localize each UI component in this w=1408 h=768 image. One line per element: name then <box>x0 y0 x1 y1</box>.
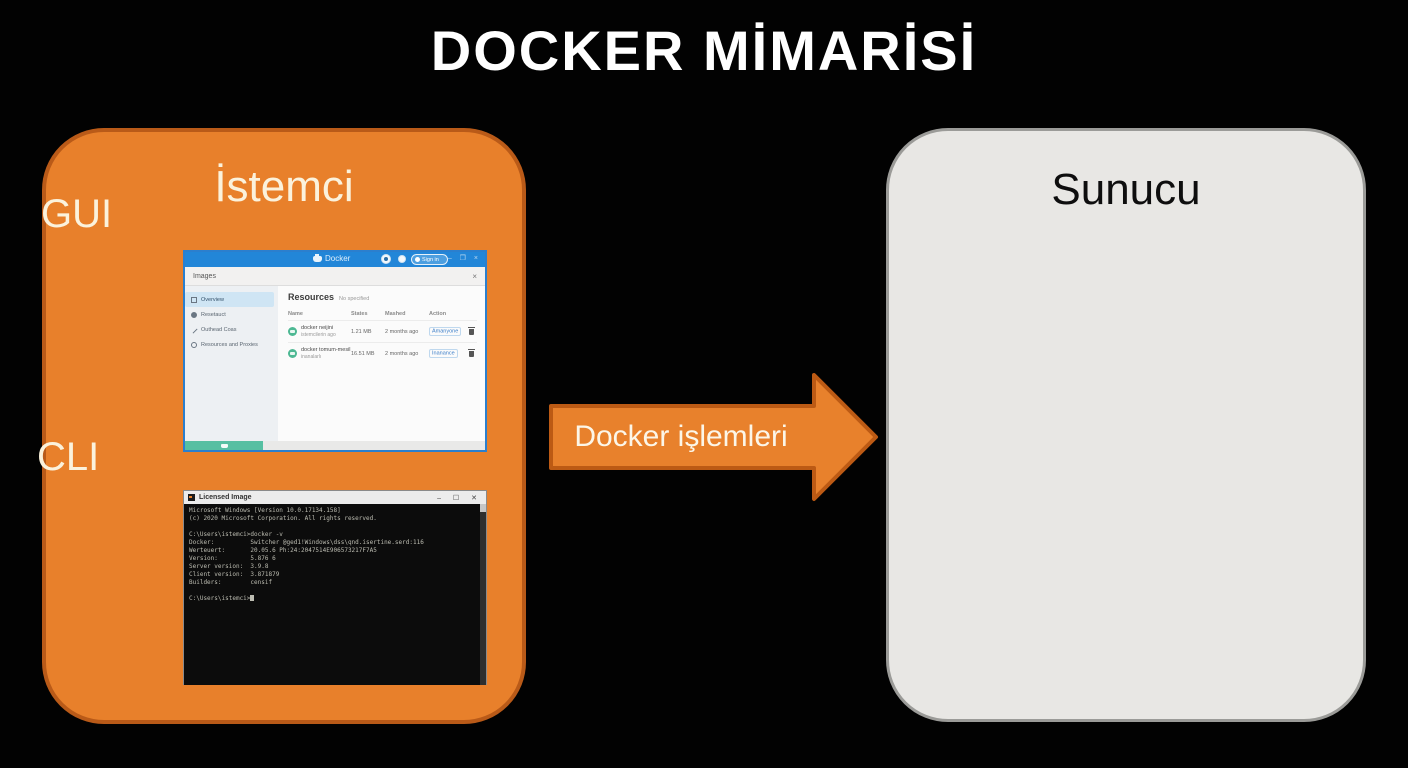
gear-icon <box>191 341 197 348</box>
terminal-body: Microsoft Windows [Version 10.0.17134.15… <box>184 504 486 685</box>
col-age: Mashed <box>385 311 406 317</box>
terminal-cursor <box>250 595 255 601</box>
terminal-prompt: C:\Users\istemci> <box>189 595 251 602</box>
arrow-label: Docker işlemleri <box>574 420 788 453</box>
sidebar-item-0[interactable]: Overview <box>185 292 274 307</box>
panel-title: Images <box>193 272 216 280</box>
gui-panel-header: Images × <box>185 267 485 286</box>
terminal-line: Builders: censif <box>189 579 273 586</box>
whale-badge-icon <box>288 349 297 358</box>
client-box-title: İstemci <box>214 162 354 211</box>
cli-window-title: Licensed Image <box>199 494 252 501</box>
image-size: 16.51 MB <box>351 350 375 357</box>
cli-window-controls[interactable]: – ☐ ✕ <box>437 494 482 502</box>
wrench-icon <box>190 325 198 334</box>
gui-window-controls[interactable]: – ❐ × <box>447 255 481 262</box>
engine-status-badge <box>185 441 263 450</box>
signin-avatar-icon <box>415 257 420 262</box>
image-size: 1.21 MB <box>351 328 372 335</box>
row-action-link[interactable]: Amanyone <box>429 327 462 336</box>
terminal-line: Server version: 3.9.8 <box>189 563 269 570</box>
terminal-line: (c) 2020 Microsoft Corporation. All righ… <box>189 515 377 522</box>
circle-icon <box>191 311 197 318</box>
server-box-title: Sunucu <box>1051 165 1201 214</box>
whale-icon <box>313 253 322 262</box>
terminal-line: Docker: Switcher @ged1!Windows\dss\qnd.i… <box>189 539 424 546</box>
terminal-line: Microsoft Windows [Version 10.0.17134.15… <box>189 507 341 514</box>
image-age: 2 months ago <box>385 350 419 357</box>
image-name: docker neijini <box>301 325 334 332</box>
col-action: Action <box>429 311 447 317</box>
sidebar-item-3[interactable]: Resources and Proxies <box>185 337 278 352</box>
command-prompt-window: Licensed Image – ☐ ✕ Microsoft Windows [… <box>183 490 487 685</box>
panel-close-icon[interactable]: × <box>472 271 477 281</box>
resources-heading: Resources <box>288 292 335 302</box>
terminal-line: Werteuert: 20.05.6 Ph:24:2047514E9065732… <box>189 547 377 554</box>
image-name: docker tomum-mesil <box>301 347 351 354</box>
sidebar-item-label: Resetauct <box>201 311 226 318</box>
col-name: Name <box>288 311 303 317</box>
images-table: Name States Mashed Action docker neijini… <box>288 308 477 364</box>
gui-label: GUI <box>41 192 113 236</box>
page-title: DOCKER MİMARİSİ <box>430 19 978 82</box>
sign-in-button[interactable]: Sign in <box>411 254 448 265</box>
cli-titlebar: Licensed Image – ☐ ✕ <box>184 491 486 504</box>
sign-in-label: Sign in <box>422 256 439 263</box>
image-subtext: istemcilerin ago <box>301 331 336 338</box>
sidebar-item-label: Overview <box>201 296 224 303</box>
gear-circle-icon[interactable] <box>381 254 391 264</box>
grid-icon <box>191 296 197 303</box>
resources-note: No specified <box>339 296 370 302</box>
whale-badge-icon <box>288 327 297 336</box>
sidebar-item-label: Outhead Coas <box>201 326 237 333</box>
gui-main-panel: Resources No specified Name States Mashe… <box>278 286 485 441</box>
gui-sidebar: Overview Resetauct Outhead Coas Resource… <box>185 286 278 441</box>
terminal-scrollbar[interactable] <box>480 504 486 685</box>
table-row: docker tomum-mesil inanalarlı 16.51 MB 2… <box>288 342 477 364</box>
trash-icon[interactable] <box>467 348 475 357</box>
cmd-icon <box>188 494 195 501</box>
col-size: States <box>351 311 368 317</box>
docker-app-name: Docker <box>325 254 351 263</box>
image-subtext: inanalarlı <box>301 353 322 360</box>
gui-status-bar <box>185 441 485 450</box>
docker-brand: Docker <box>313 253 351 263</box>
sidebar-item-label: Resources and Proxies <box>201 341 258 348</box>
terminal-line <box>189 523 476 531</box>
cli-label: CLI <box>37 435 100 479</box>
image-age: 2 months ago <box>385 328 419 335</box>
gui-titlebar: Docker Sign in – ❐ × <box>185 252 485 267</box>
docker-desktop-window: Docker Sign in – ❐ × Images × Overview <box>183 250 487 452</box>
row-action-link[interactable]: Inanance <box>429 349 458 358</box>
terminal-line: Client version: 3.871879 <box>189 571 280 578</box>
scroll-up-icon[interactable] <box>480 504 486 512</box>
trash-icon[interactable] <box>467 326 475 335</box>
table-header-row: Name States Mashed Action <box>288 308 477 320</box>
whale-icon <box>220 443 228 448</box>
terminal-output: Microsoft Windows [Version 10.0.17134.15… <box>184 504 486 603</box>
terminal-line <box>189 587 476 595</box>
sidebar-item-1[interactable]: Resetauct <box>185 307 278 322</box>
sidebar-item-2[interactable]: Outhead Coas <box>185 322 278 337</box>
flow-arrow <box>549 373 878 501</box>
bug-circle-icon[interactable] <box>398 255 406 263</box>
terminal-line: C:\Users\istemci>docker -v <box>189 531 283 538</box>
table-row: docker neijini istemcilerin ago 1.21 MB … <box>288 320 477 342</box>
terminal-line: Version: 5.876 6 <box>189 555 276 562</box>
server-box: Sunucu <box>886 128 1366 722</box>
